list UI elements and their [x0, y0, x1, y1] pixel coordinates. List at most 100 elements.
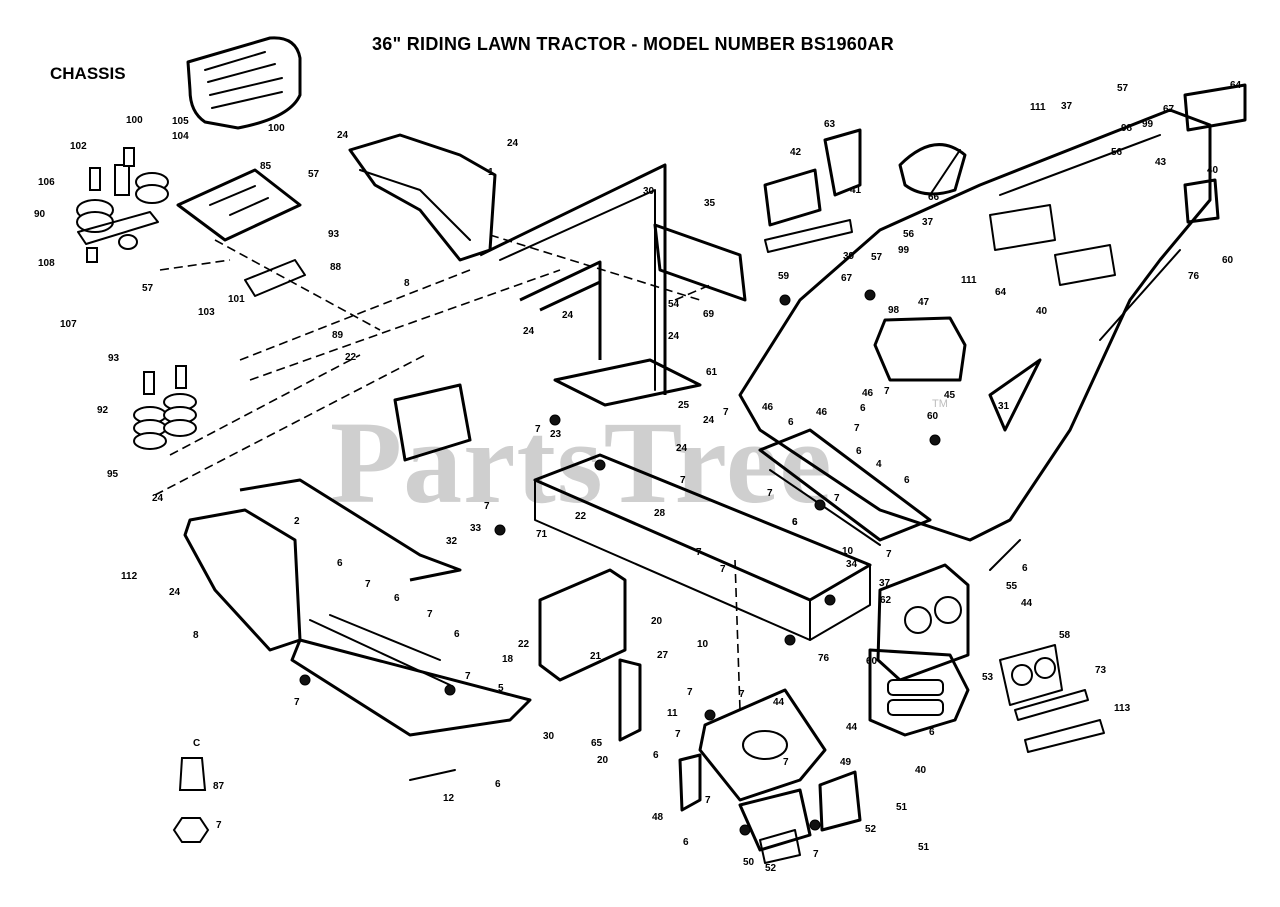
callout-label: 22	[575, 511, 587, 522]
callout-label: 6	[929, 727, 935, 738]
callout-label: 7	[813, 849, 819, 860]
callout-label: 42	[790, 147, 802, 158]
callout-label: 10	[697, 639, 709, 650]
callout-label: 57	[871, 252, 883, 263]
callout-label: C	[193, 738, 201, 749]
right-running-board	[758, 358, 1042, 546]
left-hardware-cluster	[76, 147, 169, 263]
callout-label: 102	[70, 141, 87, 152]
callout-label: 51	[918, 842, 930, 853]
callout-label: 48	[652, 812, 664, 823]
callout-label: 7	[854, 423, 860, 434]
callout-label: 24	[562, 310, 574, 321]
callout-label: 7	[705, 795, 711, 806]
callout-label: 28	[654, 508, 666, 519]
callout-label: 39	[843, 251, 855, 262]
callout-label: 101	[228, 294, 245, 305]
callout-label: 107	[60, 319, 77, 330]
callout-label: 111	[1030, 102, 1046, 113]
callout-label: 6	[904, 475, 910, 486]
callout-label: 24	[523, 326, 535, 337]
callout-label: 6	[337, 558, 343, 569]
callout-label: 7	[739, 689, 745, 700]
callout-label: 20	[597, 755, 609, 766]
callout-label: 23	[550, 429, 562, 440]
callout-label: 95	[107, 469, 119, 480]
callout-label: 73	[1095, 665, 1107, 676]
callout-label: 22	[518, 639, 530, 650]
callout-label: 104	[172, 131, 189, 142]
callout-label: 88	[330, 262, 342, 273]
callout-label: 44	[773, 697, 785, 708]
callout-label: 60	[1222, 255, 1234, 266]
section-label: CHASSIS	[50, 64, 126, 83]
callout-label: 108	[38, 258, 55, 269]
callout-label: 24	[152, 493, 164, 504]
callout-label: 6	[653, 750, 659, 761]
callout-label: 7	[535, 424, 541, 435]
callout-label: 100	[126, 115, 143, 126]
callout-label: 6	[792, 517, 798, 528]
callout-label: 7	[687, 687, 693, 698]
callout-label: 7	[696, 547, 702, 558]
callout-label: 40	[1207, 165, 1219, 176]
callout-label: 7	[720, 564, 726, 575]
callout-label: 63	[824, 119, 836, 130]
seat-drawing	[186, 36, 302, 130]
callout-label: 18	[502, 654, 514, 665]
callout-label: 93	[328, 229, 340, 240]
callout-label: 111	[961, 275, 977, 286]
callout-label: 24	[703, 415, 715, 426]
callout-label: 99	[1142, 119, 1154, 130]
callout-label: 69	[703, 309, 715, 320]
callout-label: 44	[1021, 598, 1033, 609]
right-upper-parts	[393, 83, 1247, 462]
callout-label: 43	[1155, 157, 1167, 168]
callout-label: 54	[668, 299, 680, 310]
assembly-guide-lines	[154, 234, 741, 711]
callout-label: 52	[765, 863, 777, 874]
callout-label: 7	[216, 820, 222, 831]
callout-label: 44	[846, 722, 858, 733]
watermark-trademark: TM	[932, 398, 948, 410]
callout-label: 87	[213, 781, 225, 792]
callout-label: 7	[723, 407, 729, 418]
callout-label: 47	[918, 297, 930, 308]
callout-label: 57	[142, 283, 154, 294]
callout-label: 5	[498, 683, 504, 694]
callout-label: 52	[865, 824, 877, 835]
callout-label: 27	[657, 650, 669, 661]
callout-label: 25	[678, 400, 690, 411]
callout-label: 112	[121, 571, 138, 582]
callout-label: 6	[495, 779, 501, 790]
callout-label: 71	[536, 529, 548, 540]
callout-label: 24	[169, 587, 181, 598]
callout-label: 7	[680, 475, 686, 486]
callout-label: 21	[590, 651, 602, 662]
callout-label: 53	[982, 672, 994, 683]
frame-rails	[479, 163, 872, 641]
callout-label: 7	[675, 729, 681, 740]
callout-label: 7	[884, 386, 890, 397]
callout-label: 7	[294, 697, 300, 708]
callout-label: 92	[97, 405, 109, 416]
callout-label: 12	[443, 793, 455, 804]
callout-label: 7	[767, 488, 773, 499]
callout-label: 7	[465, 671, 471, 682]
callout-label: 7	[783, 757, 789, 768]
callout-label: 22	[345, 352, 357, 363]
callout-label: 49	[840, 757, 852, 768]
grille	[868, 563, 1105, 753]
rear-fender	[348, 133, 497, 262]
callout-label: 60	[866, 656, 878, 667]
callout-label: 6	[788, 417, 794, 428]
callout-label: 98	[888, 305, 900, 316]
callout-label: 106	[38, 177, 55, 188]
callout-label: 64	[995, 287, 1007, 298]
callout-label: 55	[1006, 581, 1018, 592]
callout-label: 37	[1061, 101, 1073, 112]
callout-label: 60	[927, 411, 939, 422]
callout-label: 57	[308, 169, 320, 180]
callout-label: 58	[1059, 630, 1071, 641]
